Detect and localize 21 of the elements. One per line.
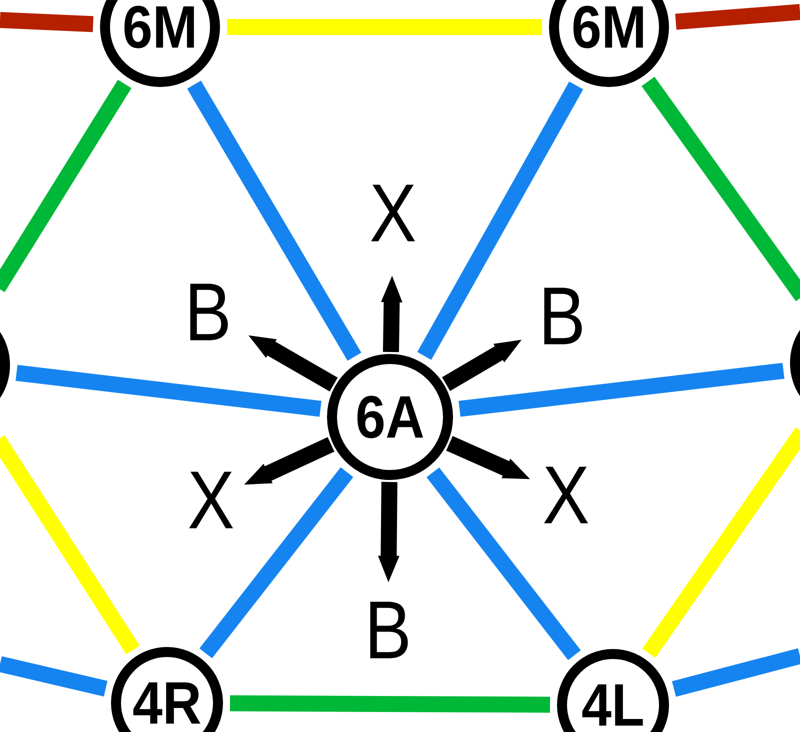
connector-line	[672, 648, 800, 697]
direction-letter: B	[190, 284, 228, 340]
direction-letter: X	[189, 472, 234, 528]
connector-line	[187, 80, 362, 361]
circle-node: 6A	[327, 354, 453, 480]
connector-line	[227, 19, 542, 35]
connector-line	[0, 435, 140, 654]
connector-line	[426, 467, 581, 660]
connector-line	[230, 695, 550, 713]
connector-line	[0, 656, 108, 696]
connector-line	[642, 76, 800, 302]
connector-line	[199, 467, 354, 658]
connector-line	[642, 427, 800, 658]
direction-letter: B	[544, 288, 582, 344]
direction-letter: X	[544, 466, 588, 524]
connector-line	[0, 80, 132, 292]
connector-line	[0, 12, 94, 32]
direction-letter: B	[370, 602, 408, 658]
connector-line	[417, 82, 584, 360]
connector-line	[675, 4, 800, 30]
direction-letter: X	[371, 184, 416, 242]
